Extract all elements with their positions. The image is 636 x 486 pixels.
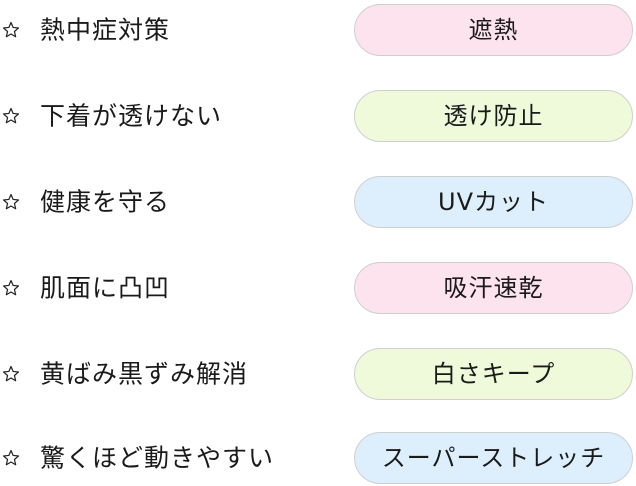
feature-label: 黄ばみ黒ずみ解消 [40,359,249,389]
feature-badge-text: UVカット [438,188,549,216]
star-outline-icon [2,449,20,466]
star-outline-icon [2,193,20,210]
feature-badge: 遮熱 [354,4,633,56]
feature-badge: スーパーストレッチ [354,432,633,484]
feature-row-stretch: 驚くほど動きやすい スーパーストレッチ [0,430,636,486]
feature-row-texture: 肌面に凸凹 吸汗速乾 [0,260,636,316]
feature-badge: 白さキープ [354,348,633,400]
feature-row-see-through: 下着が透けない 透け防止 [0,88,636,144]
feature-badge: 吸汗速乾 [354,262,633,314]
feature-label: 熱中症対策 [40,15,171,45]
feature-label: 下着が透けない [40,101,223,131]
feature-row-health: 健康を守る UVカット [0,174,636,230]
feature-badge: 透け防止 [354,90,633,142]
feature-badge-text: 白さキープ [431,360,556,388]
feature-badge-text: 透け防止 [443,102,544,130]
feature-label: 健康を守る [40,187,171,217]
star-outline-icon [2,279,20,296]
feature-row-whiteness: 黄ばみ黒ずみ解消 白さキープ [0,346,636,402]
star-outline-icon [2,365,20,382]
feature-badge-text: スーパーストレッチ [381,444,606,472]
feature-label: 驚くほど動きやすい [40,443,275,473]
feature-badge: UVカット [354,176,633,228]
feature-badge-text: 遮熱 [468,16,519,44]
star-outline-icon [2,107,20,124]
feature-badge-text: 吸汗速乾 [443,274,544,302]
star-outline-icon [2,21,20,38]
feature-row-heat: 熱中症対策 遮熱 [0,2,636,58]
feature-label: 肌面に凸凹 [40,273,171,303]
